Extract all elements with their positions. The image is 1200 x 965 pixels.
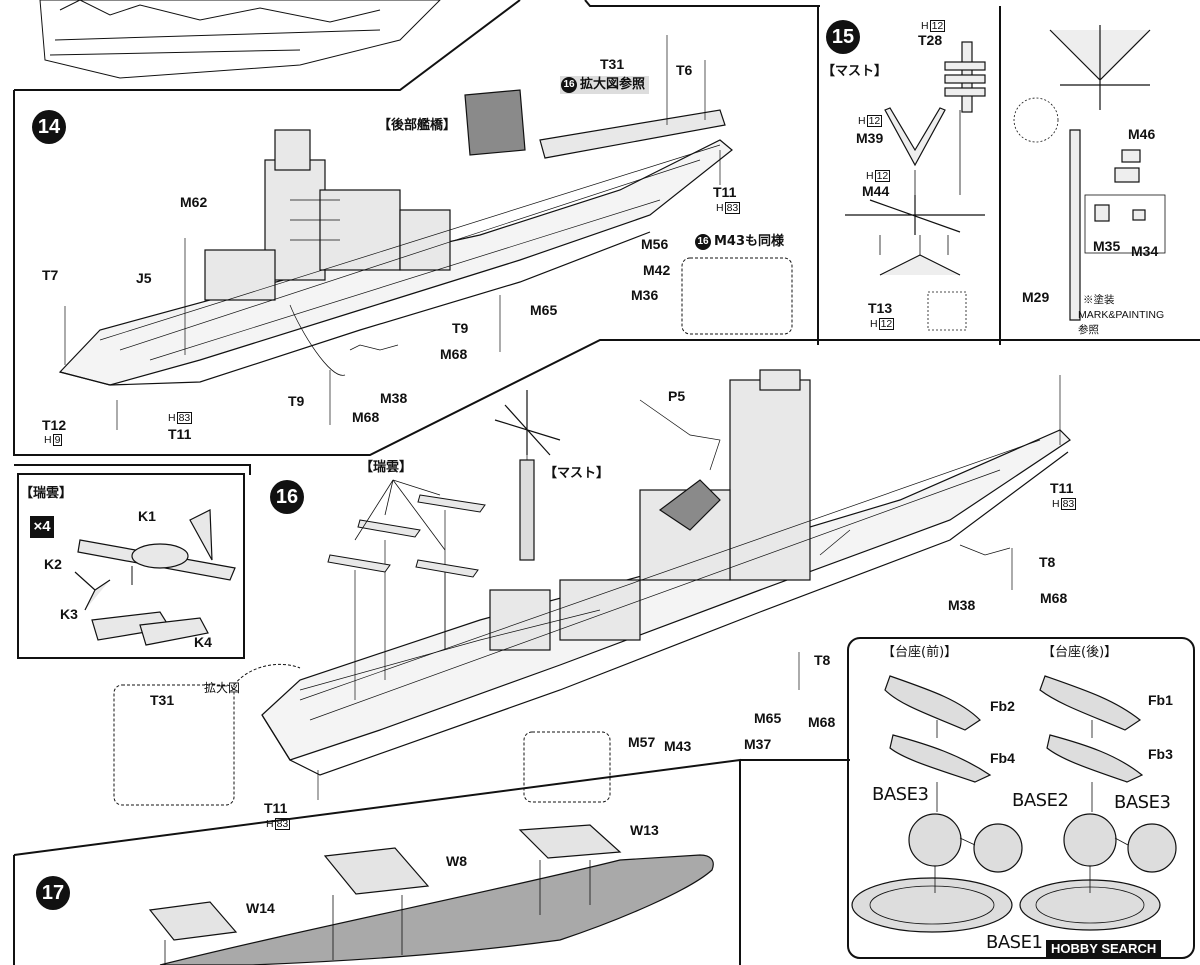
part-label-m68-lower-step16: M68 bbox=[808, 714, 836, 730]
part-label-m37: M37 bbox=[744, 736, 772, 752]
mast-label: 【マスト】 bbox=[822, 64, 888, 79]
part-label-m46: M46 bbox=[1128, 126, 1156, 142]
part-label-base1: BASE1 bbox=[986, 932, 1043, 953]
painting-note-line2: MARK&PAINTING bbox=[1078, 309, 1165, 321]
step-15-badge: 15 bbox=[826, 20, 860, 54]
part-label-t9: T9 bbox=[452, 320, 469, 336]
zuiun-label: 【瑞雲】 bbox=[360, 460, 413, 475]
part-label-m38-step16: M38 bbox=[948, 597, 976, 613]
painting-note-line3: 参照 bbox=[1078, 324, 1099, 336]
step-17-badge: 17 bbox=[36, 876, 70, 910]
part-label-m68-lower: M68 bbox=[352, 409, 380, 425]
part-label-w13: W13 bbox=[630, 822, 659, 838]
part-label-t9-lower: T9 bbox=[288, 393, 305, 409]
step-16-badge: 16 bbox=[270, 480, 304, 514]
part-label-j5: J5 bbox=[136, 270, 152, 286]
part-label-m42: M42 bbox=[643, 262, 671, 278]
part-label-m39: M39 bbox=[856, 130, 884, 146]
part-label-t11-lower: T11 bbox=[168, 426, 192, 442]
part-label-t8: T8 bbox=[1039, 554, 1056, 570]
zuiun-box-title: 【瑞雲】 bbox=[20, 486, 73, 501]
part-label-w14: W14 bbox=[246, 900, 275, 916]
part-label-base3-rear: BASE3 bbox=[1114, 792, 1171, 813]
step-14-badge: 14 bbox=[32, 110, 66, 144]
part-label-m57: M57 bbox=[628, 734, 656, 750]
hobby-search-watermark: HOBBY SEARCH bbox=[1046, 940, 1162, 957]
part-label-fb1: Fb1 bbox=[1148, 692, 1173, 708]
part-label-t11-step16: T11 bbox=[1050, 480, 1074, 496]
part-label-t13: T13 bbox=[868, 300, 893, 316]
part-label-t11-lower-step16: T11 bbox=[264, 800, 288, 816]
part-label-m44: M44 bbox=[862, 183, 890, 199]
part-label-t12: T12 bbox=[42, 417, 67, 433]
part-label-m65: M65 bbox=[530, 302, 558, 318]
step-16-m43-note: 16 M43も同様 bbox=[694, 233, 788, 251]
part-label-p5: P5 bbox=[668, 388, 686, 404]
part-label-t7: T7 bbox=[42, 267, 59, 283]
enlarged-view-label: 拡大図 bbox=[204, 681, 241, 695]
part-label-m29: M29 bbox=[1022, 289, 1050, 305]
part-label-m68: M68 bbox=[440, 346, 468, 362]
part-label-t31: T31 bbox=[600, 56, 625, 72]
part-label-m68-step16: M68 bbox=[1040, 590, 1068, 606]
part-label-m56: M56 bbox=[641, 236, 669, 252]
part-label-fb4: Fb4 bbox=[990, 750, 1015, 766]
quantity-x4-badge: ×4 bbox=[30, 516, 54, 538]
base-rear-label: 【台座(後)】 bbox=[1042, 645, 1118, 660]
part-label-t8-lower: T8 bbox=[814, 652, 831, 668]
part-label-t11: T11 bbox=[713, 184, 737, 200]
part-label-fb3: Fb3 bbox=[1148, 746, 1173, 762]
part-label-m62: M62 bbox=[180, 194, 208, 210]
part-label-k2: K2 bbox=[44, 556, 62, 572]
part-label-m43: M43 bbox=[664, 738, 692, 754]
part-label-base3: BASE3 bbox=[872, 784, 929, 805]
enlargement-ref-text: 拡大図参照 bbox=[580, 77, 646, 92]
part-label-m65-step16: M65 bbox=[754, 710, 782, 726]
part-label-w8: W8 bbox=[446, 853, 467, 869]
part-label-k3: K3 bbox=[60, 606, 78, 622]
painting-note-line1: ※塗装 bbox=[1083, 294, 1115, 306]
part-label-m38: M38 bbox=[380, 390, 408, 406]
mast-label-step16: 【マスト】 bbox=[544, 466, 610, 481]
part-label-t31-enlarged: T31 bbox=[150, 692, 175, 708]
part-label-m35: M35 bbox=[1093, 238, 1121, 254]
step-16-note-icon: 16 bbox=[695, 234, 711, 250]
part-label-k1: K1 bbox=[138, 508, 156, 524]
base-front-label: 【台座(前)】 bbox=[882, 645, 958, 660]
part-label-m36: M36 bbox=[631, 287, 659, 303]
part-label-base2: BASE2 bbox=[1012, 790, 1069, 811]
part-label-k4: K4 bbox=[194, 634, 212, 650]
step-16-ref-icon: 16 bbox=[561, 77, 577, 93]
part-label-m34: M34 bbox=[1131, 243, 1159, 259]
rear-bridge-label: 【後部艦橋】 bbox=[378, 118, 457, 133]
part-label-t28: T28 bbox=[918, 32, 943, 48]
part-label-t6: T6 bbox=[676, 62, 693, 78]
part-label-fb2: Fb2 bbox=[990, 698, 1015, 714]
m43-note-text: M43も同様 bbox=[714, 234, 785, 249]
step-16-enlargement-reference: 16 拡大図参照 bbox=[560, 76, 650, 94]
